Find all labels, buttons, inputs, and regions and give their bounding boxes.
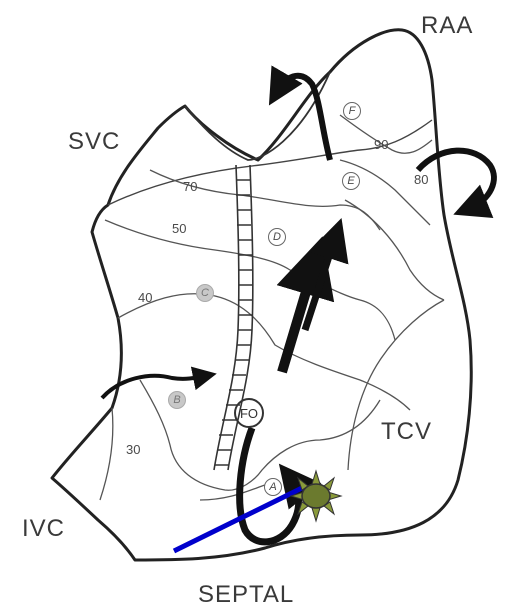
ablation-site-marker [291,471,341,521]
label-septal: SEPTAL [198,581,294,609]
isochrone-label-50: 50 [172,221,186,236]
label-svc: SVC [68,128,120,156]
site-marker-e: E [342,172,360,190]
site-marker-c: C [196,284,214,302]
site-marker-d: D [268,228,286,246]
posterior-sheet-edge [108,120,432,205]
isochrone-line-80 [340,160,430,225]
site-marker-f: F [343,102,361,120]
arrow-raa-right [418,151,494,208]
site-marker-a: A [264,478,282,496]
label-tcv: TCV [381,418,432,446]
fossa-ovalis-marker: FO [234,398,264,428]
isochrone-line-30 [118,294,410,410]
atrium-outline [52,30,471,560]
activation-arrows [102,76,494,542]
label-ivc: IVC [22,515,65,543]
crista-ridge [185,72,330,160]
isochrone-line-40 [105,220,395,340]
isochrone-label-30: 30 [126,442,140,457]
isochrone-label-70: 70 [183,179,197,194]
isochrone-line-70 [345,200,444,300]
isochrone-label-90: 90 [374,137,388,152]
site-marker-b: B [168,391,186,409]
label-raa: RAA [421,12,473,40]
isochrone-label-80: 80 [414,172,428,187]
isochrone-label-40: 40 [138,290,152,305]
